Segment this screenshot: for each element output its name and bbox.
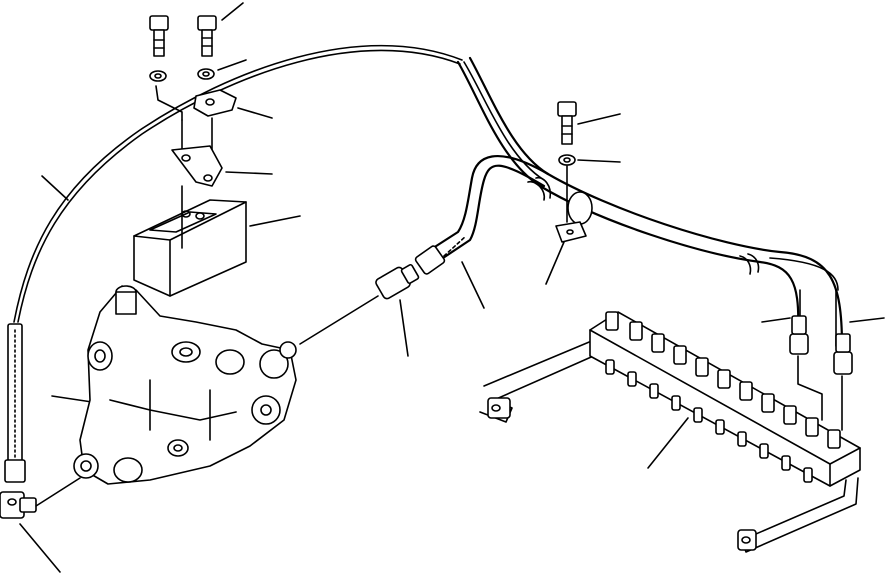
bolt-top-middle xyxy=(197,15,217,57)
bracket-lower xyxy=(171,145,223,187)
leader-pilot-tube xyxy=(41,175,69,201)
hose-pair xyxy=(456,56,844,348)
hose-flex xyxy=(414,155,550,275)
bolt-top-left xyxy=(149,15,169,57)
leader-hose-left xyxy=(761,317,791,323)
leader-fitting-left xyxy=(797,355,823,421)
leader-bracket-lower xyxy=(225,171,273,175)
elbow-fitting xyxy=(0,477,81,519)
leader-connector xyxy=(399,299,409,357)
manifold-ports-bottom xyxy=(605,359,813,483)
leader-bolt-right xyxy=(577,113,621,125)
manifold-fittings xyxy=(605,311,841,449)
leader-manifold xyxy=(647,417,689,469)
leader-washer-top xyxy=(217,59,247,71)
leader-clamp-upper xyxy=(237,107,273,119)
bolt-right xyxy=(557,101,577,145)
hose-fitting-left xyxy=(789,333,809,355)
clamp-right xyxy=(527,176,760,275)
solenoid-block xyxy=(133,185,247,297)
hose-fitting-right xyxy=(833,351,853,375)
leader-solenoid xyxy=(249,215,301,227)
pilot-tube xyxy=(4,44,463,483)
leader-clamp-right xyxy=(545,241,565,285)
leader-hose-right xyxy=(849,317,885,323)
mounting-bracket xyxy=(479,339,859,553)
leader-control-valve xyxy=(51,395,93,403)
leader-washer-to-clamp xyxy=(155,85,183,121)
leader-bolt-top xyxy=(221,2,244,21)
pilot-tube-nut xyxy=(4,459,26,483)
control-valve xyxy=(73,285,297,485)
connector xyxy=(299,264,420,345)
leader-elbow xyxy=(19,523,61,573)
washer-top-middle xyxy=(197,68,215,80)
manifold-block xyxy=(589,311,861,487)
leader-washer-right xyxy=(577,159,621,163)
leader-lines xyxy=(19,2,885,573)
clamp-upper xyxy=(181,89,237,151)
leader-hose-flex xyxy=(461,261,485,309)
hose-nut xyxy=(414,245,446,275)
washer-top-left xyxy=(149,70,167,82)
washer-right xyxy=(558,154,576,166)
